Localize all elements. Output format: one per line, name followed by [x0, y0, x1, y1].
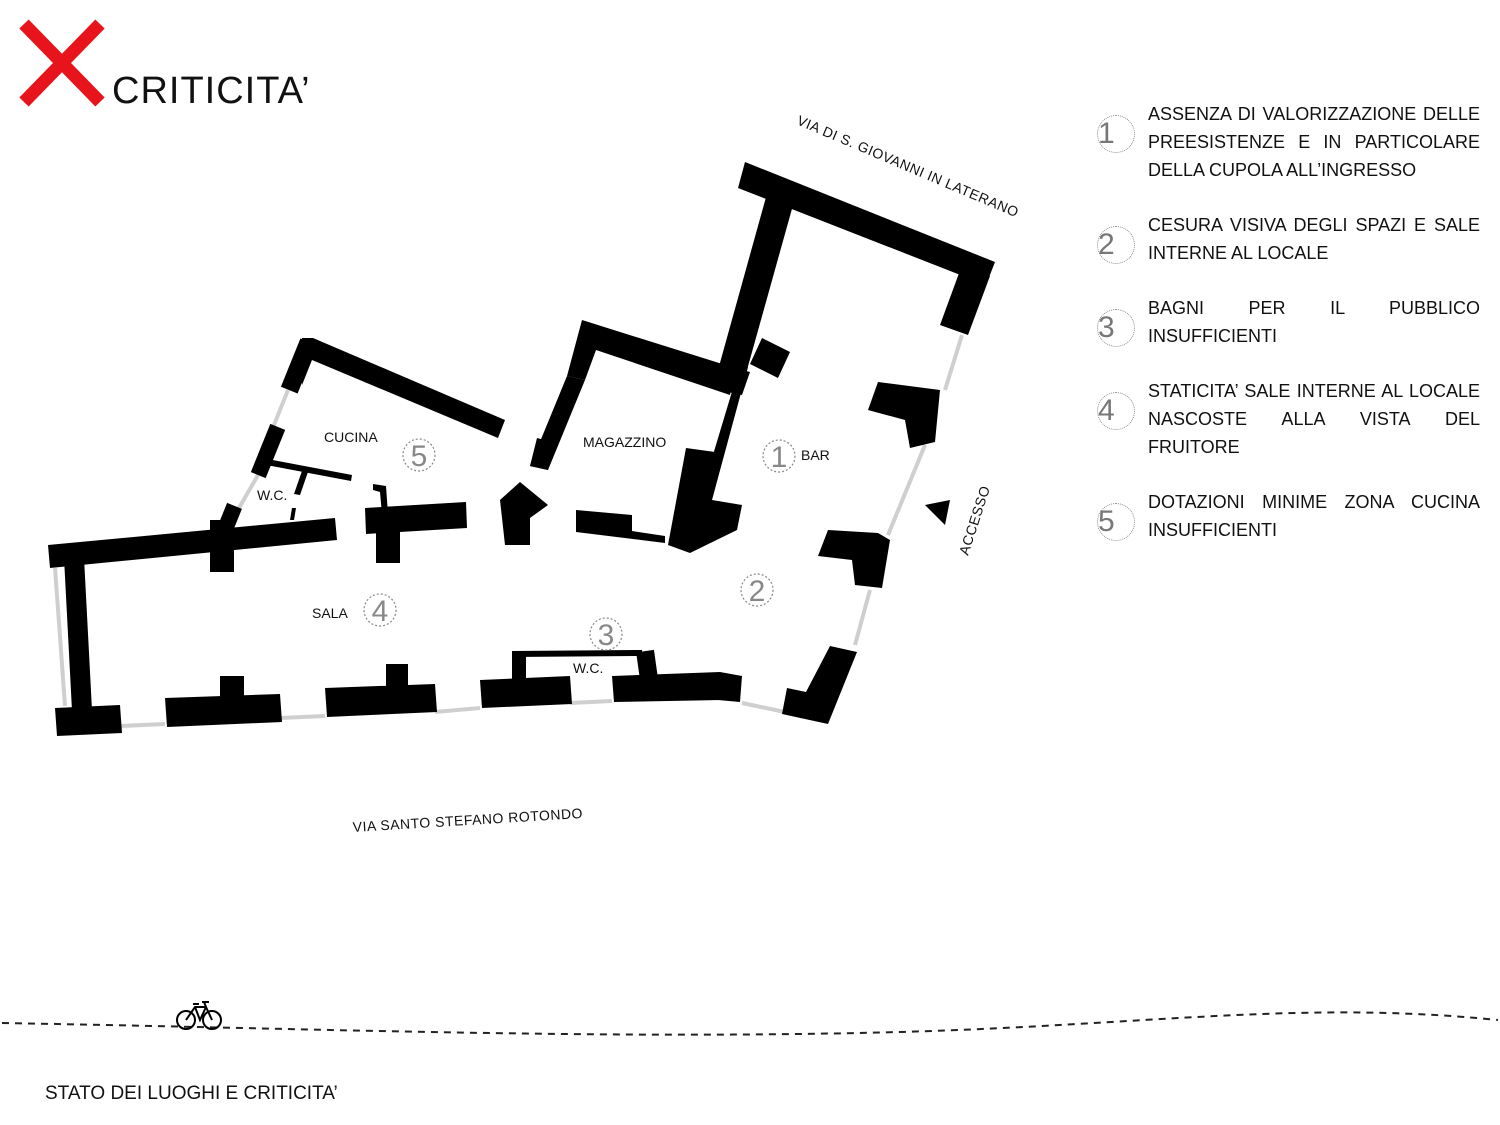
marker-3: 3: [589, 617, 623, 652]
legend-number: 5: [1097, 503, 1135, 541]
marker-number: 1: [771, 441, 788, 474]
marker-number: 5: [411, 440, 428, 473]
legend-text: STATICITA’ SALE INTERNE AL LOCALE NASCOS…: [1148, 381, 1480, 457]
legend-item: 1 ASSENZA DI VALORIZZAZIONE DELLE PREESI…: [1093, 100, 1480, 184]
street-label-south: VIA SANTO STEFANO ROTONDO: [352, 805, 583, 835]
legend-item: 2 CESURA VISIVA DEGLI SPAZI E SALE INTER…: [1093, 211, 1480, 267]
bike-route-line: [1, 1011, 1499, 1036]
legend-number: 1: [1097, 115, 1135, 153]
red-cross-icon: [19, 19, 105, 107]
legend-number: 3: [1097, 309, 1135, 347]
legend-text: BAGNI PER IL PUBBLICO INSUFFICIENTI: [1148, 298, 1480, 346]
marker-number: 2: [749, 575, 766, 608]
room-label-wc-kitchen: W.C.: [257, 487, 287, 503]
entrance-label: ACCESSO: [956, 484, 993, 557]
legend-text: CESURA VISIVA DEGLI SPAZI E SALE INTERNE…: [1148, 215, 1480, 263]
marker-1: 1: [762, 439, 796, 474]
legend-number: 4: [1097, 392, 1135, 430]
walls: [48, 162, 995, 736]
room-label-bar: BAR: [801, 447, 830, 463]
legend-text: DOTAZIONI MINIME ZONA CUCINA INSUFFICIEN…: [1148, 492, 1480, 540]
marker-4: 4: [363, 593, 397, 628]
entrance-arrow-icon: [925, 500, 950, 525]
bicycle-icon: [176, 1001, 222, 1030]
marker-5: 5: [402, 438, 436, 473]
legend-text: ASSENZA DI VALORIZZAZIONE DELLE PREESIST…: [1148, 104, 1480, 180]
legend-item: 5 DOTAZIONI MINIME ZONA CUCINA INSUFFICI…: [1093, 488, 1480, 544]
room-label-wc-hall: W.C.: [573, 660, 603, 676]
marker-number: 3: [598, 619, 615, 652]
marker-number: 4: [372, 595, 389, 628]
legend-item: 3 BAGNI PER IL PUBBLICO INSUFFICIENTI: [1093, 294, 1480, 350]
criticality-legend: 1 ASSENZA DI VALORIZZAZIONE DELLE PREESI…: [1093, 100, 1480, 571]
marker-2: 2: [740, 573, 774, 608]
footer-caption: STATO DEI LUOGHI E CRITICITA’: [45, 1083, 338, 1104]
legend-number: 2: [1097, 226, 1135, 264]
room-label-sala: SALA: [312, 605, 348, 621]
room-label-cucina: CUCINA: [324, 429, 378, 445]
page-title: CRITICITA’: [112, 70, 311, 112]
legend-item: 4 STATICITA’ SALE INTERNE AL LOCALE NASC…: [1093, 377, 1480, 461]
room-label-magazzino: MAGAZZINO: [583, 434, 666, 450]
